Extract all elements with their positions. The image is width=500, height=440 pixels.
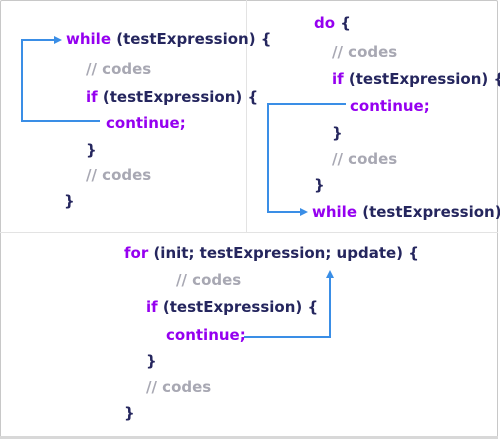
while-line: while (testExpression) { xyxy=(66,30,272,48)
while-comment-2: // codes xyxy=(86,166,152,184)
for-if-keyword: if xyxy=(146,298,158,316)
do-if-line: if (testExpression) { xyxy=(332,70,500,88)
do-if-condition: (testExpression) { xyxy=(343,70,500,88)
do-keyword: do xyxy=(314,14,336,32)
do-comment-1: // codes xyxy=(332,43,398,61)
for-close: } xyxy=(124,404,135,422)
do-close: } xyxy=(314,176,325,194)
for-if-condition: (testExpression) { xyxy=(157,298,319,316)
do-continue-arrow xyxy=(267,103,346,216)
for-line: for (init; testExpression; update) { xyxy=(124,244,419,262)
vertical-divider xyxy=(246,0,247,232)
for-comment-2: // codes xyxy=(146,378,212,396)
while-continue-arrow xyxy=(21,36,100,122)
do-if-close: } xyxy=(332,124,343,142)
for-header: (init; testExpression; update) { xyxy=(148,244,419,262)
for-continue-keyword: continue; xyxy=(166,326,246,344)
while-comment-1: // codes xyxy=(86,60,152,78)
while-if-line: if (testExpression) { xyxy=(86,88,258,106)
while-close: } xyxy=(64,192,75,210)
while-if-condition: (testExpression) { xyxy=(97,88,259,106)
for-comment-1: // codes xyxy=(176,271,242,289)
do-continue-keyword: continue; xyxy=(350,97,430,115)
do-if-keyword: if xyxy=(332,70,344,88)
do-while-keyword: while xyxy=(312,203,357,221)
do-line: do { xyxy=(314,14,351,32)
do-while-condition: (testExpression); xyxy=(357,203,500,221)
bottom-shadow xyxy=(0,436,498,439)
for-keyword: for xyxy=(124,244,149,262)
for-if-line: if (testExpression) { xyxy=(146,298,318,316)
horizontal-divider xyxy=(0,232,498,233)
while-condition: (testExpression) { xyxy=(111,30,272,48)
do-open-brace: { xyxy=(335,14,351,32)
for-continue-arrow xyxy=(244,270,334,338)
while-continue-keyword: continue; xyxy=(106,114,186,132)
do-comment-2: // codes xyxy=(332,150,398,168)
while-keyword: while xyxy=(66,30,111,48)
while-if-close: } xyxy=(86,141,97,159)
while-if-keyword: if xyxy=(86,88,98,106)
do-while-line: while (testExpression); xyxy=(312,203,500,221)
for-if-close: } xyxy=(146,352,157,370)
